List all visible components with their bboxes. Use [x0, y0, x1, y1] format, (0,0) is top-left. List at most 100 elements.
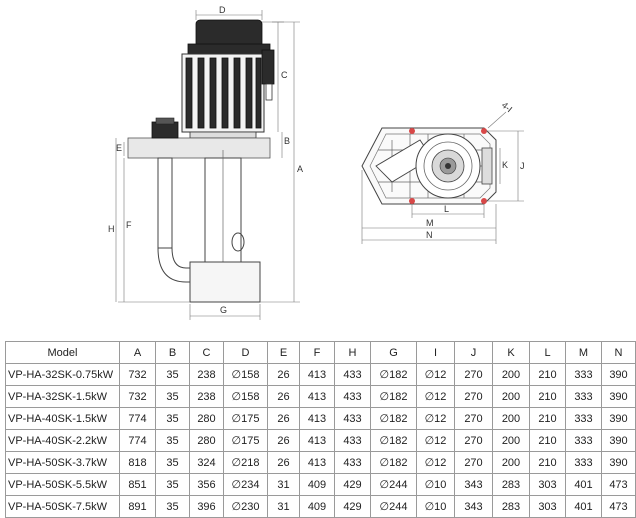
spec-cell: 31 [267, 495, 300, 518]
spec-cell: 280 [189, 429, 224, 452]
spec-cell: ∅182 [370, 407, 417, 430]
column-header: B [155, 341, 190, 364]
model-cell: VP-HA-32SK-0.75kW [5, 363, 120, 386]
spec-cell: 732 [119, 363, 156, 386]
spec-cell: 283 [492, 495, 530, 518]
spec-cell: 35 [155, 429, 190, 452]
column-header: G [370, 341, 417, 364]
spec-cell: 238 [189, 363, 224, 386]
spec-cell: 31 [267, 473, 300, 496]
spec-cell: ∅182 [370, 451, 417, 474]
spec-cell: 35 [155, 407, 190, 430]
top-terminal-box [481, 147, 493, 185]
spec-cell: ∅182 [370, 385, 417, 408]
spec-cell: ∅218 [223, 451, 268, 474]
spec-cell: 324 [189, 451, 224, 474]
spec-cell: 210 [529, 385, 566, 408]
spec-cell: 200 [492, 451, 530, 474]
column-header: N [601, 341, 636, 364]
spec-cell: 270 [454, 451, 493, 474]
spec-cell: 473 [601, 473, 636, 496]
motor-cap-ring [187, 43, 271, 55]
spec-cell: ∅12 [416, 385, 455, 408]
spec-cell: 390 [601, 451, 636, 474]
model-cell: VP-HA-50SK-7.5kW [5, 495, 120, 518]
spec-cell: 35 [155, 473, 190, 496]
dim-label-h: H [108, 224, 115, 234]
model-cell: VP-HA-50SK-5.5kW [5, 473, 120, 496]
spec-cell: 390 [601, 363, 636, 386]
spec-cell: 774 [119, 407, 156, 430]
spec-cell: 774 [119, 429, 156, 452]
spec-cell: 210 [529, 407, 566, 430]
spec-cell: ∅244 [370, 495, 417, 518]
spec-cell: 333 [565, 407, 602, 430]
spec-cell: 35 [155, 495, 190, 518]
spec-cell: 270 [454, 363, 493, 386]
bolt-holes [409, 128, 487, 204]
spec-cell: 851 [119, 473, 156, 496]
spec-cell: ∅12 [416, 363, 455, 386]
column-header: A [119, 341, 156, 364]
column-header: J [454, 341, 493, 364]
spec-cell: 818 [119, 451, 156, 474]
spec-cell: ∅158 [223, 385, 268, 408]
spec-cell: 333 [565, 451, 602, 474]
column-header: H [334, 341, 371, 364]
column-header: E [267, 341, 300, 364]
pump-top-view: 4-I K J L M N [361, 100, 525, 244]
spec-cell: ∅158 [223, 363, 268, 386]
model-cell: VP-HA-50SK-3.7kW [5, 451, 120, 474]
spec-cell: 413 [299, 429, 335, 452]
spec-cell: 303 [529, 495, 566, 518]
spec-cell: 200 [492, 385, 530, 408]
model-cell: VP-HA-40SK-1.5kW [5, 407, 120, 430]
dim-label-e: E [116, 143, 122, 153]
spec-cell: 270 [454, 407, 493, 430]
spec-cell: ∅175 [223, 407, 268, 430]
pump-side-view: D C B A E F H G [108, 5, 303, 320]
outlet-flange [151, 121, 179, 139]
spec-cell: 210 [529, 429, 566, 452]
spec-cell: 26 [267, 451, 300, 474]
spec-cell: 200 [492, 429, 530, 452]
spec-cell: ∅182 [370, 429, 417, 452]
dim-label-d: D [219, 5, 226, 15]
dim-label-c: C [281, 70, 288, 80]
spec-cell: 280 [189, 407, 224, 430]
motor-fins [185, 57, 262, 129]
spec-cell: 390 [601, 385, 636, 408]
spec-cell: ∅10 [416, 495, 455, 518]
column-header: I [416, 341, 455, 364]
spec-cell: 35 [155, 385, 190, 408]
spec-cell: 891 [119, 495, 156, 518]
dim-label-k: K [502, 160, 508, 170]
dim-label-l: L [444, 204, 449, 214]
spec-cell: 26 [267, 429, 300, 452]
dim-label-a: A [297, 164, 303, 174]
spec-cell: 270 [454, 385, 493, 408]
spec-cell: 429 [334, 495, 371, 518]
spec-cell: 413 [299, 451, 335, 474]
spec-cell: 409 [299, 495, 335, 518]
column-header: D [223, 341, 268, 364]
spec-cell: 210 [529, 451, 566, 474]
spec-cell: 26 [267, 385, 300, 408]
spec-cell: ∅182 [370, 363, 417, 386]
spec-cell: 35 [155, 451, 190, 474]
spec-cell: 732 [119, 385, 156, 408]
spec-cell: 413 [299, 363, 335, 386]
spec-cell: 200 [492, 407, 530, 430]
pump-casing [189, 261, 261, 303]
spec-cell: 433 [334, 429, 371, 452]
spec-cell: 396 [189, 495, 224, 518]
spec-cell: 409 [299, 473, 335, 496]
motor-base [189, 131, 257, 139]
spec-cell: 303 [529, 473, 566, 496]
